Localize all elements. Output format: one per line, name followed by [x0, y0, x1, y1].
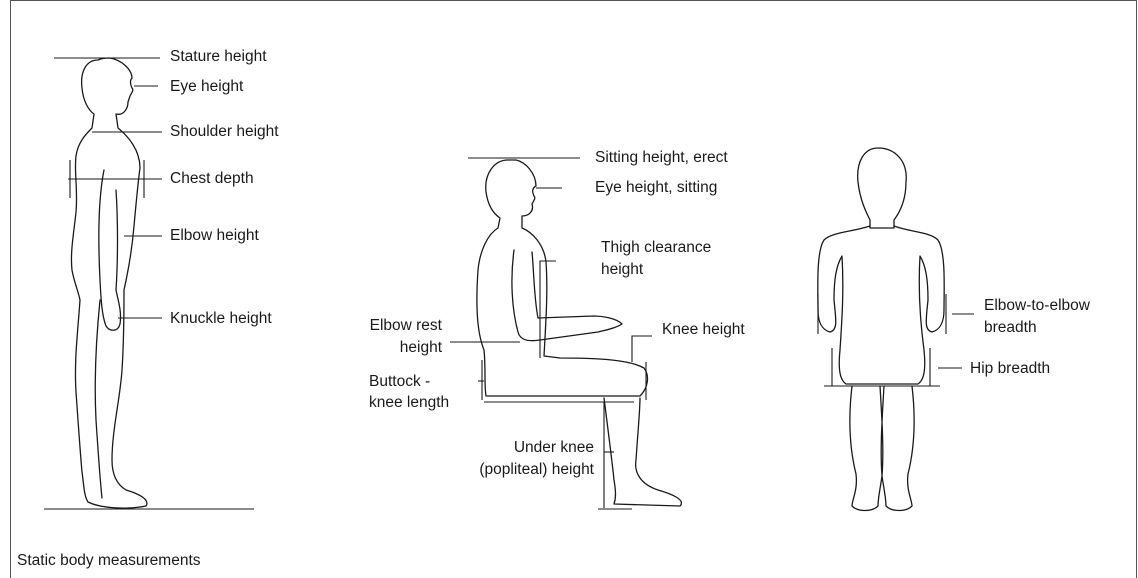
label-knee-height: Knee height — [662, 320, 745, 339]
label-under-knee-2: (popliteal) height — [430, 460, 594, 479]
label-stature-height: Stature height — [170, 47, 267, 66]
label-eye-height: Eye height — [170, 77, 243, 96]
label-elbow-rest-1: Elbow rest — [330, 316, 442, 335]
label-elbow-height: Elbow height — [170, 226, 259, 245]
label-elbow-rest-2: height — [330, 338, 442, 357]
back-view-figure — [818, 148, 974, 511]
label-buttock-knee-2: knee length — [369, 393, 449, 412]
label-elbow-to-elbow-1: Elbow-to-elbow — [984, 296, 1090, 315]
label-hip-breadth: Hip breadth — [970, 359, 1050, 378]
label-under-knee-1: Under knee — [430, 438, 594, 457]
figure-caption: Static body measurements — [17, 551, 201, 570]
label-thigh-clearance-2: height — [601, 260, 643, 279]
label-buttock-knee-1: Buttock - — [369, 372, 430, 391]
label-shoulder-height: Shoulder height — [170, 122, 279, 141]
label-sitting-height-erect: Sitting height, erect — [595, 148, 728, 167]
label-eye-height-sitting: Eye height, sitting — [595, 178, 717, 197]
label-elbow-to-elbow-2: breadth — [984, 318, 1037, 337]
label-knuckle-height: Knuckle height — [170, 309, 272, 328]
label-thigh-clearance-1: Thigh clearance — [601, 238, 711, 257]
label-chest-depth: Chest depth — [170, 169, 254, 188]
